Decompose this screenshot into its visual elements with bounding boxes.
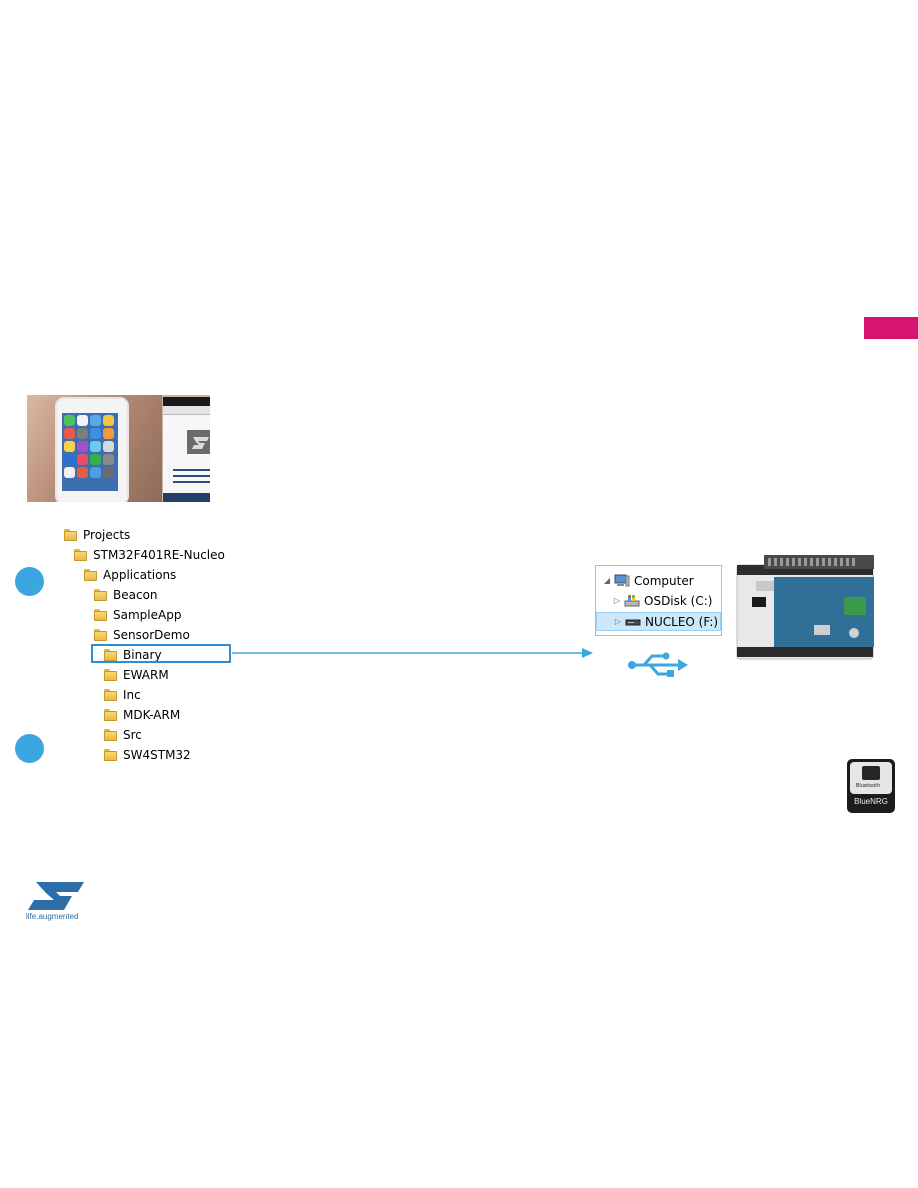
explorer-item-computer[interactable]: ◢ Computer — [603, 573, 694, 588]
drag-arrow — [232, 648, 593, 658]
tree-item-inc[interactable]: Inc — [104, 685, 141, 704]
st-logo-icon — [28, 882, 84, 910]
folder-icon — [104, 708, 117, 721]
tree-item-sampleapp[interactable]: SampleApp — [94, 605, 181, 624]
usb-icon — [628, 652, 688, 677]
disk-icon — [624, 594, 640, 608]
st-logo-icon — [187, 430, 210, 454]
folder-icon — [104, 668, 117, 681]
step-marker-1 — [15, 567, 44, 596]
explorer-panel: ◢ Computer ▷ OSDisk (C:) ▷ — [595, 565, 722, 636]
folder-icon — [104, 748, 117, 761]
tree-item-stm32[interactable]: STM32F401RE-Nucleo — [74, 545, 225, 564]
binary-highlight-box — [91, 644, 231, 663]
usb-drive-icon — [625, 615, 641, 629]
section-tab — [864, 317, 918, 339]
folder-icon — [94, 608, 107, 621]
tree-item-binary[interactable]: Binary — [104, 645, 162, 664]
folder-icon — [104, 688, 117, 701]
folder-icon — [94, 628, 107, 641]
folder-icon — [64, 528, 77, 541]
brand-tagline: life.augmented — [26, 912, 79, 921]
tree-item-mdk-arm[interactable]: MDK-ARM — [104, 705, 180, 724]
tree-item-sw4stm32[interactable]: SW4STM32 — [104, 745, 191, 764]
expanded-triangle-icon: ◢ — [603, 576, 611, 585]
tree-item-ewarm[interactable]: EWARM — [104, 665, 169, 684]
explorer-item-osdisk[interactable]: ▷ OSDisk (C:) — [613, 593, 713, 608]
explorer-item-nucleo[interactable]: ▷ NUCLEO (F:) — [596, 612, 721, 631]
step-marker-2 — [15, 734, 44, 763]
chip-icon — [862, 766, 880, 780]
tree-item-beacon[interactable]: Beacon — [94, 585, 158, 604]
computer-icon — [614, 574, 630, 588]
folder-icon — [94, 588, 107, 601]
folder-icon — [104, 728, 117, 741]
folder-icon — [84, 568, 97, 581]
folder-icon — [104, 648, 117, 661]
tree-item-sensordemo[interactable]: SensorDemo — [94, 625, 190, 644]
nucleo-board-photo — [734, 555, 876, 660]
tree-item-applications[interactable]: Applications — [84, 565, 176, 584]
tree-item-src[interactable]: Src — [104, 725, 142, 744]
smartphone-photo — [27, 395, 210, 502]
bluenrg-app-icon: Bluetooth BlueNRG — [847, 759, 895, 813]
collapsed-triangle-icon: ▷ — [614, 617, 622, 626]
folder-icon — [74, 548, 87, 561]
tree-item-projects[interactable]: Projects — [64, 525, 130, 544]
collapsed-triangle-icon: ▷ — [613, 596, 621, 605]
